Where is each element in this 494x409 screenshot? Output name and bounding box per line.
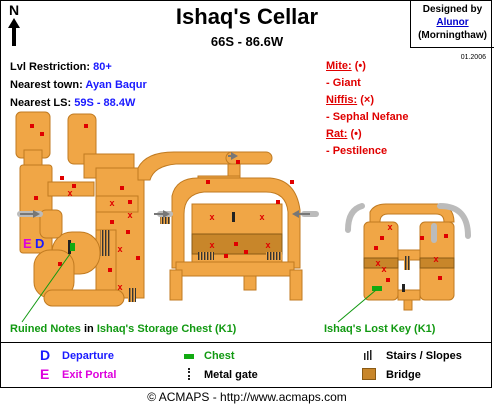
svg-text:x: x: [265, 240, 270, 250]
legend-departure-key: D: [40, 347, 51, 363]
svg-text:x: x: [109, 198, 114, 208]
lvl-row: Lvl Restriction: 80+: [10, 61, 112, 73]
callout-ruined-notes: Ruined Notes in Ishaq's Storage Chest (K…: [10, 323, 237, 335]
departure-marker: D: [35, 236, 44, 251]
mob-niffis: Niffis: (×): [326, 94, 374, 106]
legend-departure: Departure: [62, 350, 114, 362]
svg-text:x: x: [387, 222, 392, 232]
north-arrow-icon: [8, 18, 20, 46]
svg-text:x: x: [117, 244, 122, 254]
svg-text:x: x: [433, 254, 438, 264]
bridge-icon: [362, 368, 376, 380]
map-date: 01.2006: [460, 54, 486, 61]
svg-text:x: x: [381, 264, 386, 274]
svg-text:x: x: [259, 212, 264, 222]
svg-text:x: x: [117, 282, 122, 292]
compass-letter: N: [8, 2, 20, 18]
svg-text:x: x: [127, 210, 132, 220]
ls-value: 59S - 88.4W: [74, 97, 136, 109]
chest-icon: [184, 354, 194, 359]
legend-stairs: Stairs / Slopes: [386, 350, 462, 362]
stairs-icon: [364, 350, 372, 360]
mob-list: Mite: (•) - Giant Niffis: (×) - Sephal N…: [326, 58, 409, 160]
exit-portal-marker: E: [23, 236, 32, 251]
mob-mite: Mite: (•): [326, 60, 366, 72]
map-coordinates: 66S - 86.6W: [210, 34, 284, 49]
designer-box: Designed by Alunor (Morningthaw): [410, 0, 494, 48]
callout-lost-key: Ishaq's Lost Key (K1): [324, 323, 436, 335]
legend-metal-gate: Metal gate: [204, 369, 258, 381]
mob-rat: Rat: (•): [326, 128, 362, 140]
legend-chest: Chest: [204, 350, 235, 362]
footer-copyright: © ACMAPS - http://www.acmaps.com: [147, 390, 347, 404]
lvl-value: 80+: [93, 61, 112, 73]
svg-text:x: x: [375, 258, 380, 268]
mob-mite-variant: - Giant: [326, 77, 361, 89]
town-row: Nearest town: Ayan Baqur: [10, 79, 147, 91]
mob-rat-variant: - Pestilence: [326, 145, 388, 157]
svg-text:x: x: [209, 212, 214, 222]
town-value: Ayan Baqur: [85, 79, 147, 91]
svg-text:x: x: [209, 240, 214, 250]
compass: N: [6, 2, 22, 46]
metal-gate-icon: [188, 368, 192, 380]
svg-text:x: x: [67, 188, 72, 198]
legend-exit: Exit Portal: [62, 369, 117, 381]
page-title: Ishaq's Cellar: [175, 4, 319, 29]
designed-by-label: Designed by: [422, 4, 483, 15]
legend-exit-key: E: [40, 366, 50, 382]
legend-bridge: Bridge: [386, 369, 421, 381]
ls-row: Nearest LS: 59S - 88.4W: [10, 97, 136, 109]
mob-niffis-variant: - Sephal Nefane: [326, 111, 409, 123]
legend: D Departure E Exit Portal Chest Metal ga…: [0, 342, 492, 389]
info-block: Lvl Restriction: 80+ Nearest town: Ayan …: [10, 58, 147, 112]
author-realm: (Morningthaw): [418, 30, 487, 41]
author-link[interactable]: Alunor: [436, 17, 469, 28]
